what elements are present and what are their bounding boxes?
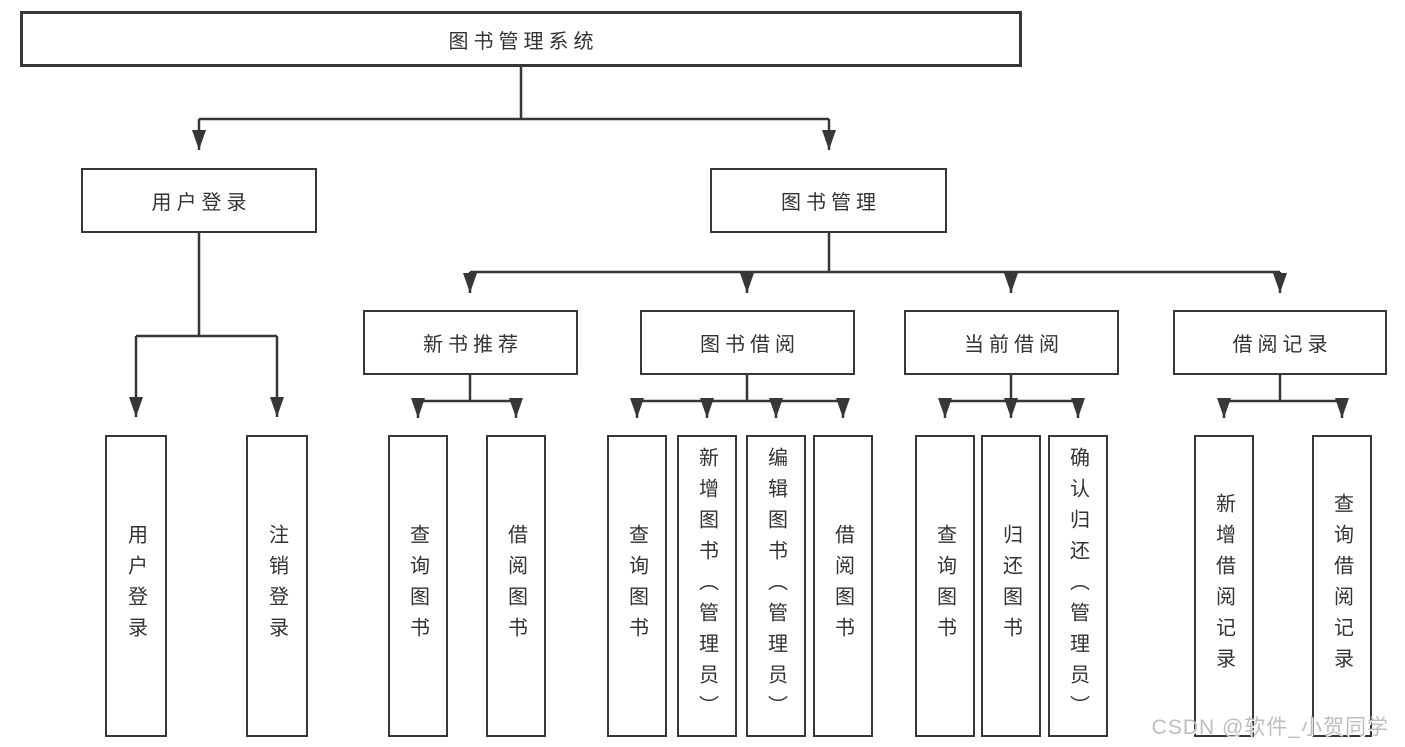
leaf-query-books-current: 查询图书	[915, 435, 975, 737]
leaf-user-login-label: 用户登录	[124, 524, 147, 648]
leaf-add-borrow-record-label: 新增借阅记录	[1212, 493, 1235, 679]
leaf-confirm-return-admin-label: 确认归还（管理员）	[1066, 446, 1089, 726]
leaf-query-borrow-record-label: 查询借阅记录	[1330, 493, 1353, 679]
node-borrow-records: 借阅记录	[1173, 310, 1387, 375]
leaf-query-books-recommend: 查询图书	[388, 435, 448, 737]
leaf-add-books-admin: 新增图书（管理员）	[677, 435, 737, 737]
leaf-query-borrow-record: 查询借阅记录	[1312, 435, 1372, 737]
leaf-add-borrow-record: 新增借阅记录	[1194, 435, 1254, 737]
leaf-borrow-books-recommend-label: 借阅图书	[504, 524, 527, 648]
leaf-confirm-return-admin: 确认归还（管理员）	[1048, 435, 1108, 737]
leaf-add-books-admin-label: 新增图书（管理员）	[695, 446, 718, 726]
leaf-return-books: 归还图书	[981, 435, 1041, 737]
node-current-borrow: 当前借阅	[904, 310, 1119, 375]
leaf-edit-books-admin: 编辑图书（管理员）	[746, 435, 806, 737]
node-new-book-recommend: 新书推荐	[363, 310, 578, 375]
leaf-borrow-books-label: 借阅图书	[831, 524, 854, 648]
leaf-user-login: 用户登录	[105, 435, 167, 737]
node-user-login: 用户登录	[81, 168, 317, 233]
leaf-query-books-borrow-label: 查询图书	[625, 524, 648, 648]
node-root: 图书管理系统	[20, 11, 1022, 67]
leaf-logout-label: 注销登录	[265, 524, 288, 648]
leaf-edit-books-admin-label: 编辑图书（管理员）	[764, 446, 787, 726]
node-book-borrow: 图书借阅	[640, 310, 855, 375]
leaf-borrow-books-recommend: 借阅图书	[486, 435, 546, 737]
leaf-query-books-recommend-label: 查询图书	[406, 524, 429, 648]
leaf-logout: 注销登录	[246, 435, 308, 737]
leaf-query-books-borrow: 查询图书	[607, 435, 667, 737]
watermark: CSDN @软件_小贺同学	[1151, 716, 1389, 739]
leaf-borrow-books: 借阅图书	[813, 435, 873, 737]
node-book-management: 图书管理	[710, 168, 947, 233]
leaf-query-books-current-label: 查询图书	[933, 524, 956, 648]
leaf-return-books-label: 归还图书	[999, 524, 1022, 648]
